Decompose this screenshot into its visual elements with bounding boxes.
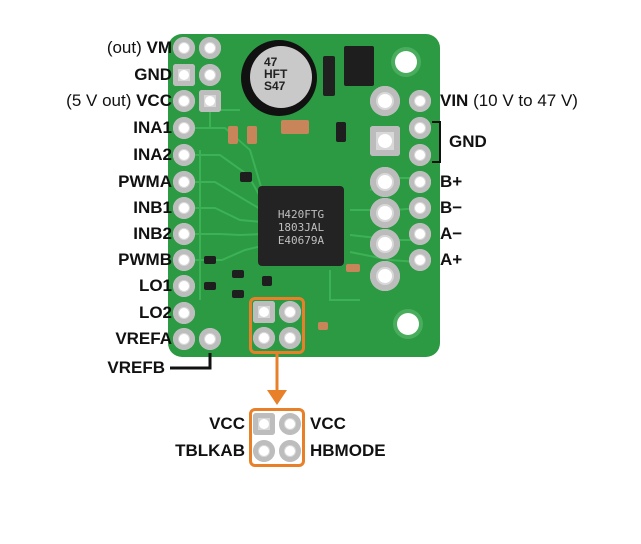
smd-capacitor bbox=[281, 120, 309, 134]
pad-inb2 bbox=[173, 223, 195, 245]
label-aminus: A− bbox=[440, 224, 463, 243]
smd-resistor bbox=[336, 122, 346, 142]
smd-resistor bbox=[204, 256, 216, 264]
smd-resistor bbox=[232, 270, 244, 278]
callout-pad-vcc-right bbox=[279, 413, 301, 435]
header-pad-vcc-right bbox=[279, 301, 301, 323]
mounting-hole bbox=[395, 51, 417, 73]
label-ina2: INA2 bbox=[133, 145, 172, 164]
pad-vm bbox=[173, 37, 195, 59]
pad-bplus-large bbox=[370, 167, 400, 197]
smd-resistor bbox=[247, 126, 257, 144]
label-header-hbmode: HBMODE bbox=[310, 441, 386, 460]
pad-vcc-2 bbox=[199, 90, 221, 112]
chip-text-line: H420FTG bbox=[277, 208, 325, 221]
label-gnd-right: GND bbox=[449, 132, 487, 151]
label-vrefb: VREFB bbox=[107, 358, 165, 377]
pad-gnd-2 bbox=[199, 64, 221, 86]
label-pwma: PWMA bbox=[118, 172, 172, 191]
pad-lo2 bbox=[173, 302, 195, 324]
callout-pad-vcc-left bbox=[253, 413, 275, 435]
label-vm: (out) VM bbox=[106, 38, 172, 57]
pad-aminus bbox=[409, 223, 431, 245]
label-bminus: B− bbox=[440, 198, 463, 217]
pad-gnd-large bbox=[370, 126, 400, 156]
callout-box bbox=[249, 408, 305, 467]
capacitor-text-line: S47 bbox=[264, 79, 286, 93]
chip-text-line: E40679A bbox=[277, 234, 325, 247]
pad-vin bbox=[409, 90, 431, 112]
pad-aplus bbox=[409, 249, 431, 271]
pad-bminus bbox=[409, 197, 431, 219]
vrefb-leader bbox=[170, 353, 212, 370]
label-gnd: GND bbox=[134, 65, 172, 84]
label-ina1: INA1 bbox=[133, 118, 172, 137]
pad-vin-large bbox=[370, 86, 400, 116]
pad-pwmb bbox=[173, 249, 195, 271]
label-header-tblkab: TBLKAB bbox=[175, 441, 245, 460]
smd-capacitor bbox=[346, 264, 360, 272]
regulator-ic bbox=[344, 46, 374, 86]
pad-vrefb bbox=[199, 328, 221, 350]
electrolytic-capacitor: 47 HFT S47 bbox=[241, 40, 317, 116]
pad-bminus-large bbox=[370, 198, 400, 228]
pad-inb1 bbox=[173, 197, 195, 219]
pad-ina2 bbox=[173, 144, 195, 166]
smd-resistor bbox=[262, 276, 272, 286]
label-aplus: A+ bbox=[440, 250, 463, 269]
gnd-bracket bbox=[432, 121, 441, 163]
callout-pad-hbmode bbox=[279, 440, 301, 462]
arrow-head bbox=[267, 390, 287, 405]
header-pad-hbmode bbox=[279, 327, 301, 349]
pad-pwma bbox=[173, 171, 195, 193]
label-inb1: INB1 bbox=[133, 198, 172, 217]
pad-aplus-large bbox=[370, 261, 400, 291]
header-highlight-box bbox=[249, 297, 305, 354]
capacitor-text-line: 47 bbox=[264, 55, 278, 69]
pad-ina1 bbox=[173, 117, 195, 139]
label-lo2: LO2 bbox=[138, 303, 172, 322]
pad-lo1 bbox=[173, 275, 195, 297]
smd-resistor bbox=[232, 290, 244, 298]
smd-capacitor bbox=[318, 322, 328, 330]
pad-vcc bbox=[173, 90, 195, 112]
smd-resistor bbox=[228, 126, 238, 144]
label-bplus: B+ bbox=[440, 172, 463, 191]
callout-pad-tblkab bbox=[253, 440, 275, 462]
pad-gnd bbox=[173, 64, 195, 86]
label-vin: VIN (10 V to 47 V) bbox=[440, 91, 578, 110]
header-pad-tblkab bbox=[253, 327, 275, 349]
pad-aminus-large bbox=[370, 229, 400, 259]
pad-vrefa bbox=[173, 328, 195, 350]
label-lo1: LO1 bbox=[138, 276, 172, 295]
chip-text-line: 1803JAL bbox=[277, 221, 325, 234]
smd-resistor bbox=[204, 282, 216, 290]
label-inb2: INB2 bbox=[133, 224, 172, 243]
label-pwmb: PWMB bbox=[118, 250, 172, 269]
label-vrefa: VREFA bbox=[115, 329, 172, 348]
header-pad-vcc-left bbox=[253, 301, 275, 323]
driver-ic: H420FTG 1803JAL E40679A bbox=[258, 186, 344, 266]
pad-bplus bbox=[409, 171, 431, 193]
pad-vm-2 bbox=[199, 37, 221, 59]
capacitor-text-line: HFT bbox=[264, 67, 288, 81]
pad-gnd-b bbox=[409, 144, 431, 166]
smd-resistor bbox=[240, 172, 252, 182]
pad-gnd-a bbox=[409, 117, 431, 139]
label-header-vcc-left: VCC bbox=[209, 414, 245, 433]
mounting-hole bbox=[397, 313, 419, 335]
small-transistor bbox=[323, 56, 335, 96]
label-header-vcc-right: VCC bbox=[310, 414, 346, 433]
label-vcc: (5 V out) VCC bbox=[66, 91, 172, 110]
capacitor-label: 47 HFT S47 bbox=[250, 46, 312, 108]
